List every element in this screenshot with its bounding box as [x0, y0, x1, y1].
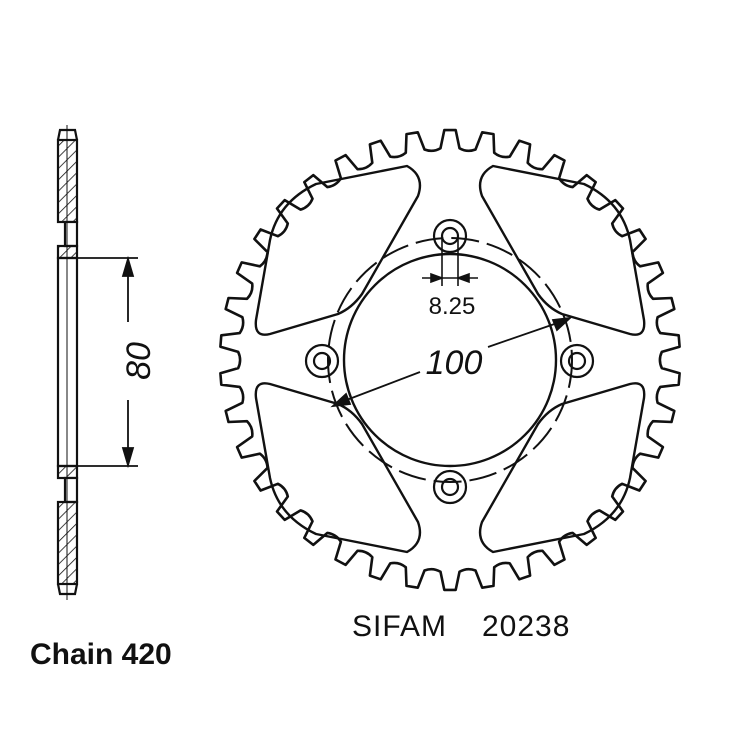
part-number-label: 20238: [482, 610, 570, 643]
sprocket-front-view: 8.25 100: [219, 128, 681, 592]
bolt-circle-line: [327, 237, 573, 483]
bolt-hole-label: 8.25: [429, 293, 476, 320]
window-cutout-bottom-left: [254, 382, 422, 554]
window-cutout-top-left: [254, 164, 422, 336]
bolt-hole-bottom: [432, 469, 468, 505]
bolt-holes: [304, 218, 595, 505]
window-cutout-bottom-right: [478, 382, 646, 554]
bolt-hole-left: [304, 343, 340, 379]
window-cutouts: [254, 164, 646, 554]
center-bore: [342, 252, 558, 468]
bolt-hole-right: [559, 343, 595, 379]
bolt-hole-top: [432, 218, 468, 254]
arrowhead-down: [121, 447, 135, 469]
arrowhead-up: [121, 255, 135, 277]
bolt-circle-label: 100: [426, 344, 483, 382]
hub-height-dimension: [77, 255, 138, 469]
side-profile-view: [56, 125, 79, 600]
brand-label: SIFAM: [352, 610, 447, 643]
chain-size-label: Chain 420: [30, 638, 172, 671]
bolt-hole-dimension: [422, 238, 478, 286]
bolt-circle-dimension: [330, 316, 573, 408]
hub-height-label: 80: [120, 342, 158, 380]
window-cutout-top-right: [478, 164, 646, 336]
